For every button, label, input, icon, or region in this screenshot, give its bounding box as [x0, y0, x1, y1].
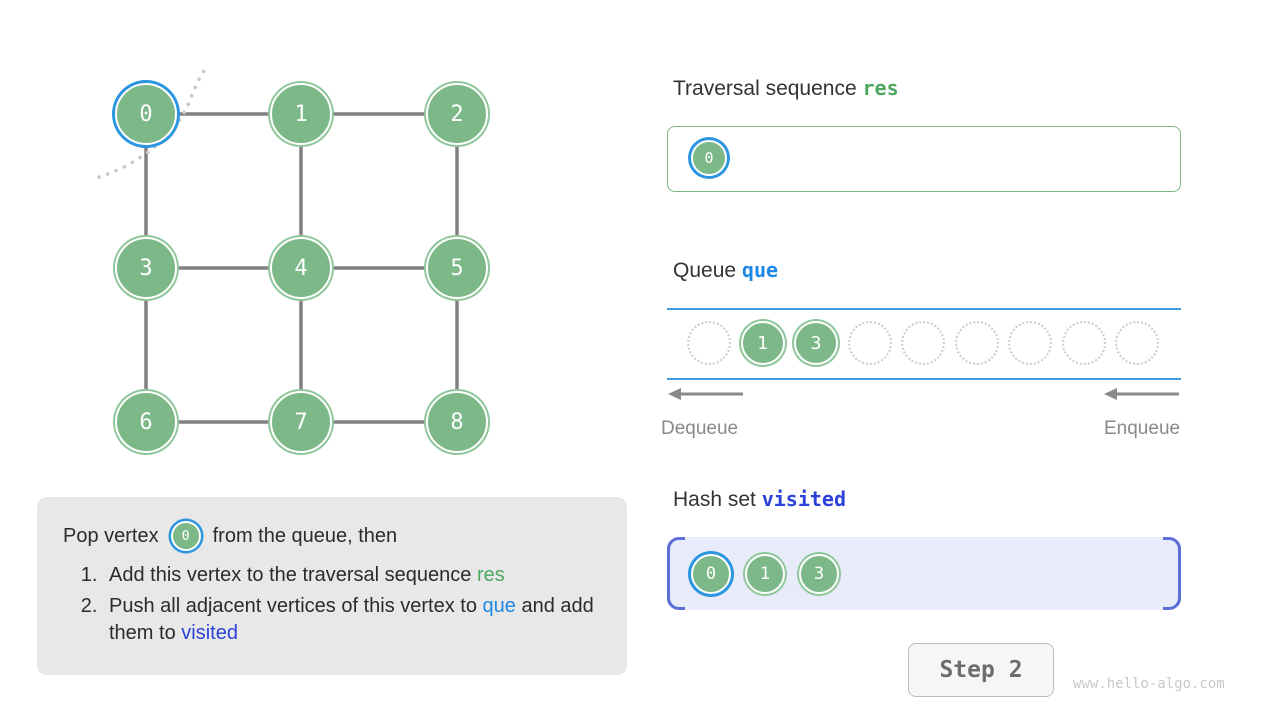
queue-slot-8: [1115, 321, 1159, 365]
graph-vertex-5-label: 5: [450, 255, 464, 281]
res-item-0-label: 0: [704, 149, 714, 167]
res-container: 0: [667, 126, 1181, 192]
caption-step2-text: Push all adjacent vertices of this verte…: [109, 594, 477, 617]
queue-slot-2-label: 3: [810, 332, 822, 354]
caption-steps-list: Add this vertex to the traversal sequenc…: [63, 562, 601, 648]
graph-vertex-8-label: 8: [450, 409, 464, 435]
graph-vertex-6: 6: [115, 391, 177, 453]
queue-slot-4: [901, 321, 945, 365]
graph-vertex-1: 1: [270, 83, 332, 145]
caption-inline-vertex-label: 0: [181, 528, 190, 544]
caption-step-1: Add this vertex to the traversal sequenc…: [103, 562, 601, 590]
hashset-item-1: 1: [745, 554, 785, 594]
hashset-item-0-label: 0: [705, 564, 717, 584]
queue-slot-6: [1008, 321, 1052, 365]
step-badge: Step 2: [908, 643, 1054, 697]
hashset-title-code: visited: [761, 487, 847, 511]
frontier-dotted-curve: [97, 65, 209, 179]
queue-slot-0: [687, 321, 731, 365]
graph-panel: 0 1 2 3 4 5 6 7 8: [0, 0, 620, 480]
hashset-section-title: Hash set visited: [673, 487, 846, 512]
graph-vertex-4-label: 4: [294, 255, 308, 281]
dequeue-label: Dequeue: [661, 418, 739, 439]
graph-vertex-6-label: 6: [139, 409, 153, 435]
caption-inline-vertex-node: 0: [170, 521, 201, 551]
hashset-title-text: Hash set: [673, 488, 756, 511]
res-title-text: Traversal sequence: [673, 77, 857, 100]
caption-panel: Pop vertex 0 from the queue, then Add th…: [37, 497, 627, 675]
queue-section-title: Queue que: [673, 258, 778, 283]
queue-slot-3: [847, 321, 892, 365]
caption-line1-pre: Pop vertex: [63, 524, 159, 547]
caption-step2-code-visited: visited: [181, 622, 238, 645]
graph-vertex-1-label: 1: [294, 101, 308, 127]
caption-line1-post: from the queue, then: [212, 524, 398, 547]
graph-vertex-2: 2: [426, 83, 488, 145]
caption-step1-text: Add this vertex to the traversal sequenc…: [109, 564, 472, 586]
caption-step2-code-que: que: [482, 594, 516, 617]
caption-step2-mid: and add them to: [109, 594, 594, 645]
dequeue-arrow-icon: [668, 388, 743, 400]
hashset-container: 0 1 3: [667, 537, 1181, 610]
watermark-text: www.hello-algo.com: [1073, 676, 1225, 692]
queue-slot-1-label: 1: [757, 332, 768, 354]
hashset-item-0: 0: [691, 554, 731, 594]
graph-vertex-0: 0: [115, 83, 177, 145]
enqueue-arrow-icon: [1104, 388, 1179, 400]
graph-vertex-7: 7: [270, 391, 332, 453]
graph-vertex-8: 8: [426, 391, 488, 453]
graph-vertex-2-label: 2: [450, 101, 464, 127]
enqueue-label: Enqueue: [1104, 418, 1181, 439]
graph-vertex-4: 4: [270, 237, 332, 299]
graph-vertex-3: 3: [115, 237, 177, 299]
queue-top-rail: [667, 308, 1181, 310]
queue-title-text: Queue: [673, 259, 737, 282]
queue-slot-2: 3: [794, 321, 838, 365]
graph-vertex-5: 5: [426, 237, 488, 299]
hashset-item-2: 3: [799, 554, 839, 594]
res-section-title: Traversal sequence res: [673, 76, 899, 101]
queue-bottom-rail: [667, 378, 1181, 380]
queue-slot-5: [954, 321, 999, 365]
hashset-item-1-label: 1: [759, 564, 771, 584]
res-title-code: res: [862, 76, 899, 100]
hashset-item-2-label: 3: [813, 564, 825, 584]
caption-step-2: Push all adjacent vertices of this verte…: [103, 593, 601, 648]
res-item-0: 0: [691, 140, 727, 176]
queue-slot-1: 1: [740, 321, 785, 365]
caption-line-1: Pop vertex 0 from the queue, then: [63, 519, 601, 553]
queue-title-code: que: [741, 258, 779, 282]
graph-vertex-7-label: 7: [294, 409, 308, 435]
graph-vertex-0-label: 0: [139, 101, 153, 127]
caption-step1-code: res: [476, 564, 505, 586]
graph-vertex-3-label: 3: [139, 255, 153, 281]
queue-slot-7: [1061, 321, 1106, 365]
